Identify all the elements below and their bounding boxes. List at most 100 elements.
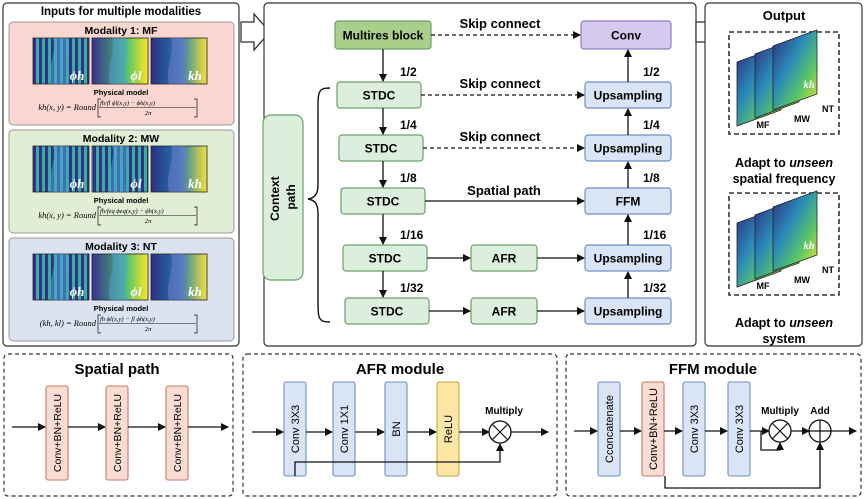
ffm-add-node <box>808 419 832 443</box>
skip-connect-label: Skip connect <box>460 76 542 91</box>
network-panel <box>263 2 697 347</box>
phase-high-image: ϕh <box>32 253 90 301</box>
upsampling-block-5: Upsampling <box>584 297 672 325</box>
formula-lhs: kh(x, y) = Round <box>38 210 96 220</box>
output-kh-label: kh <box>803 80 814 91</box>
conv-block: Conv <box>580 20 672 50</box>
physical-model-label: Physical model <box>94 88 149 97</box>
formula-denominator: 2π <box>145 218 152 225</box>
sp-conv-bn-relu-1-label: Conv+BN+ReLU <box>52 394 64 472</box>
context-path-block: Context path <box>262 87 331 323</box>
multires-block-label: Multires block <box>343 29 424 43</box>
ffm-residual-add-arrow <box>664 442 824 489</box>
fringe-order-image: kh <box>150 37 208 85</box>
skip-connect-label: Skip connect <box>460 129 542 144</box>
stdc-block-1-label: STDC <box>363 89 396 103</box>
modality-title: Modality 2: MW <box>83 133 160 145</box>
upsampling-block-2-label: Upsampling <box>594 142 663 156</box>
input-arrow <box>240 12 271 52</box>
afr-block-1: AFR <box>470 244 538 272</box>
ffm-block-3: Conv 3X3 <box>682 381 706 477</box>
physical-model-label: Physical model <box>94 304 149 313</box>
afr-multiply-node <box>488 420 512 444</box>
ffm-residual-multiply-arrow <box>760 431 784 451</box>
ratio-label-right: 1/16 <box>643 228 667 242</box>
spatial-path-label: Spatial path <box>467 183 541 198</box>
afr-block-1-label: Conv 3X3 <box>290 405 302 453</box>
output-map-3 <box>772 29 818 111</box>
stdc-block-3: STDC <box>340 187 426 215</box>
stdc-block-4: STDC <box>342 244 428 272</box>
formula-lhs: kh(x, y) = Round <box>38 102 96 112</box>
stack-label-nt: NT <box>822 265 834 275</box>
output-map-3 <box>772 190 818 272</box>
stdc-block-4-label: STDC <box>369 252 402 266</box>
stack-label-mw: MW <box>794 114 810 124</box>
ffm-block-3-label: Conv 3X3 <box>689 405 701 453</box>
output-kh-label: kh <box>803 241 814 252</box>
context-path-label: Context path <box>268 173 298 221</box>
phase-low-image: ϕl <box>91 37 149 85</box>
output-caption-2-prefix: Adapt to <box>735 316 789 330</box>
stdc-block-2-label: STDC <box>365 142 398 156</box>
modality-formula: kh(x, y) = Round fh/fl ϕl(x,y) − ϕh(x,y) 2… <box>38 98 198 118</box>
sp-conv-bn-relu-2-label: Conv+BN+ReLU <box>112 394 124 472</box>
multires-block: Multires block <box>334 20 432 50</box>
modality-title: Modality 1: MF <box>85 25 159 37</box>
output-caption-1-emphasis: unseen <box>789 156 833 170</box>
sp-conv-bn-relu-1: Conv+BN+ReLU <box>45 385 69 481</box>
ffm-block-2-label: Conv+BN+ReLU <box>648 388 660 470</box>
afr-block-3-label: BN <box>391 421 403 436</box>
afr-block-2-label: AFR <box>492 305 517 319</box>
afr-block-1-label: AFR <box>492 252 517 266</box>
formula-denominator: 2π <box>145 110 152 117</box>
output-title: Output <box>763 8 806 23</box>
ratio-label-right: 1/8 <box>643 171 660 185</box>
output-stack-2: khkhkhMFMWNT <box>728 190 840 296</box>
fringe-order-image: kh <box>150 145 208 193</box>
image-label: ϕl <box>130 68 142 83</box>
ratio-label-left: 1/32 <box>400 281 424 295</box>
afr-block-3: BN <box>384 381 408 477</box>
afr-block-4: ReLU <box>436 381 460 477</box>
output-caption-1: Adapt to unseen <box>735 156 833 170</box>
formula-numerator: fh/fl ϕl(x,y) − ϕh(x,y) <box>100 100 155 107</box>
afr-residual-arrow <box>294 443 504 476</box>
sp-conv-bn-relu-3-label: Conv+BN+ReLU <box>172 394 184 472</box>
image-label: kh <box>188 176 202 191</box>
ffm-module: FFM module <box>565 353 862 497</box>
image-label: ϕl <box>130 284 142 299</box>
modality-formula: kh(x, y) = Round fh/feq ϕeq(x,y) − ϕh(x,y… <box>38 206 198 226</box>
conv-block-label: Conv <box>611 29 641 43</box>
ffm-block-4-label: Conv 3X3 <box>734 405 746 453</box>
formula-numerator: fh/feq ϕeq(x,y) − ϕh(x,y) <box>100 208 164 215</box>
skip-connect-label: Skip connect <box>460 16 542 31</box>
phase-low-image: ϕl <box>91 253 149 301</box>
fringe-order-image: kh <box>150 253 208 301</box>
stdc-block-3-label: STDC <box>367 195 400 209</box>
ffm-block-2: Conv+BN+ReLU <box>641 381 665 477</box>
ffm-block-label: FFM <box>616 195 641 209</box>
ffm-block-4: Conv 3X3 <box>727 381 751 477</box>
ratio-label-right: 1/4 <box>643 118 660 132</box>
upsampling-block-4: Upsampling <box>584 244 672 272</box>
upsampling-block-5-label: Upsampling <box>594 305 663 319</box>
stdc-block-5: STDC <box>344 297 430 325</box>
afr-block-2-label: Conv 1X1 <box>339 405 351 453</box>
afr-block-1: Conv 3X3 <box>283 381 307 477</box>
ffm-block-1: Cconcatenate <box>597 381 621 477</box>
stdc-block-5-label: STDC <box>371 305 404 319</box>
image-label: kh <box>188 284 202 299</box>
ratio-label-left: 1/8 <box>400 171 417 185</box>
output-caption-2: Adapt to unseen <box>735 316 833 330</box>
stdc-block-1: STDC <box>336 81 422 109</box>
ffm-block-1-label: Cconcatenate <box>604 395 616 463</box>
phase-high-image: ϕh <box>32 37 90 85</box>
ratio-label-left: 1/16 <box>400 228 424 242</box>
formula-numerator: fh ϕl(x,y) − fl ϕh(x,y) <box>100 316 155 323</box>
ffm-multiply-node <box>768 419 792 443</box>
